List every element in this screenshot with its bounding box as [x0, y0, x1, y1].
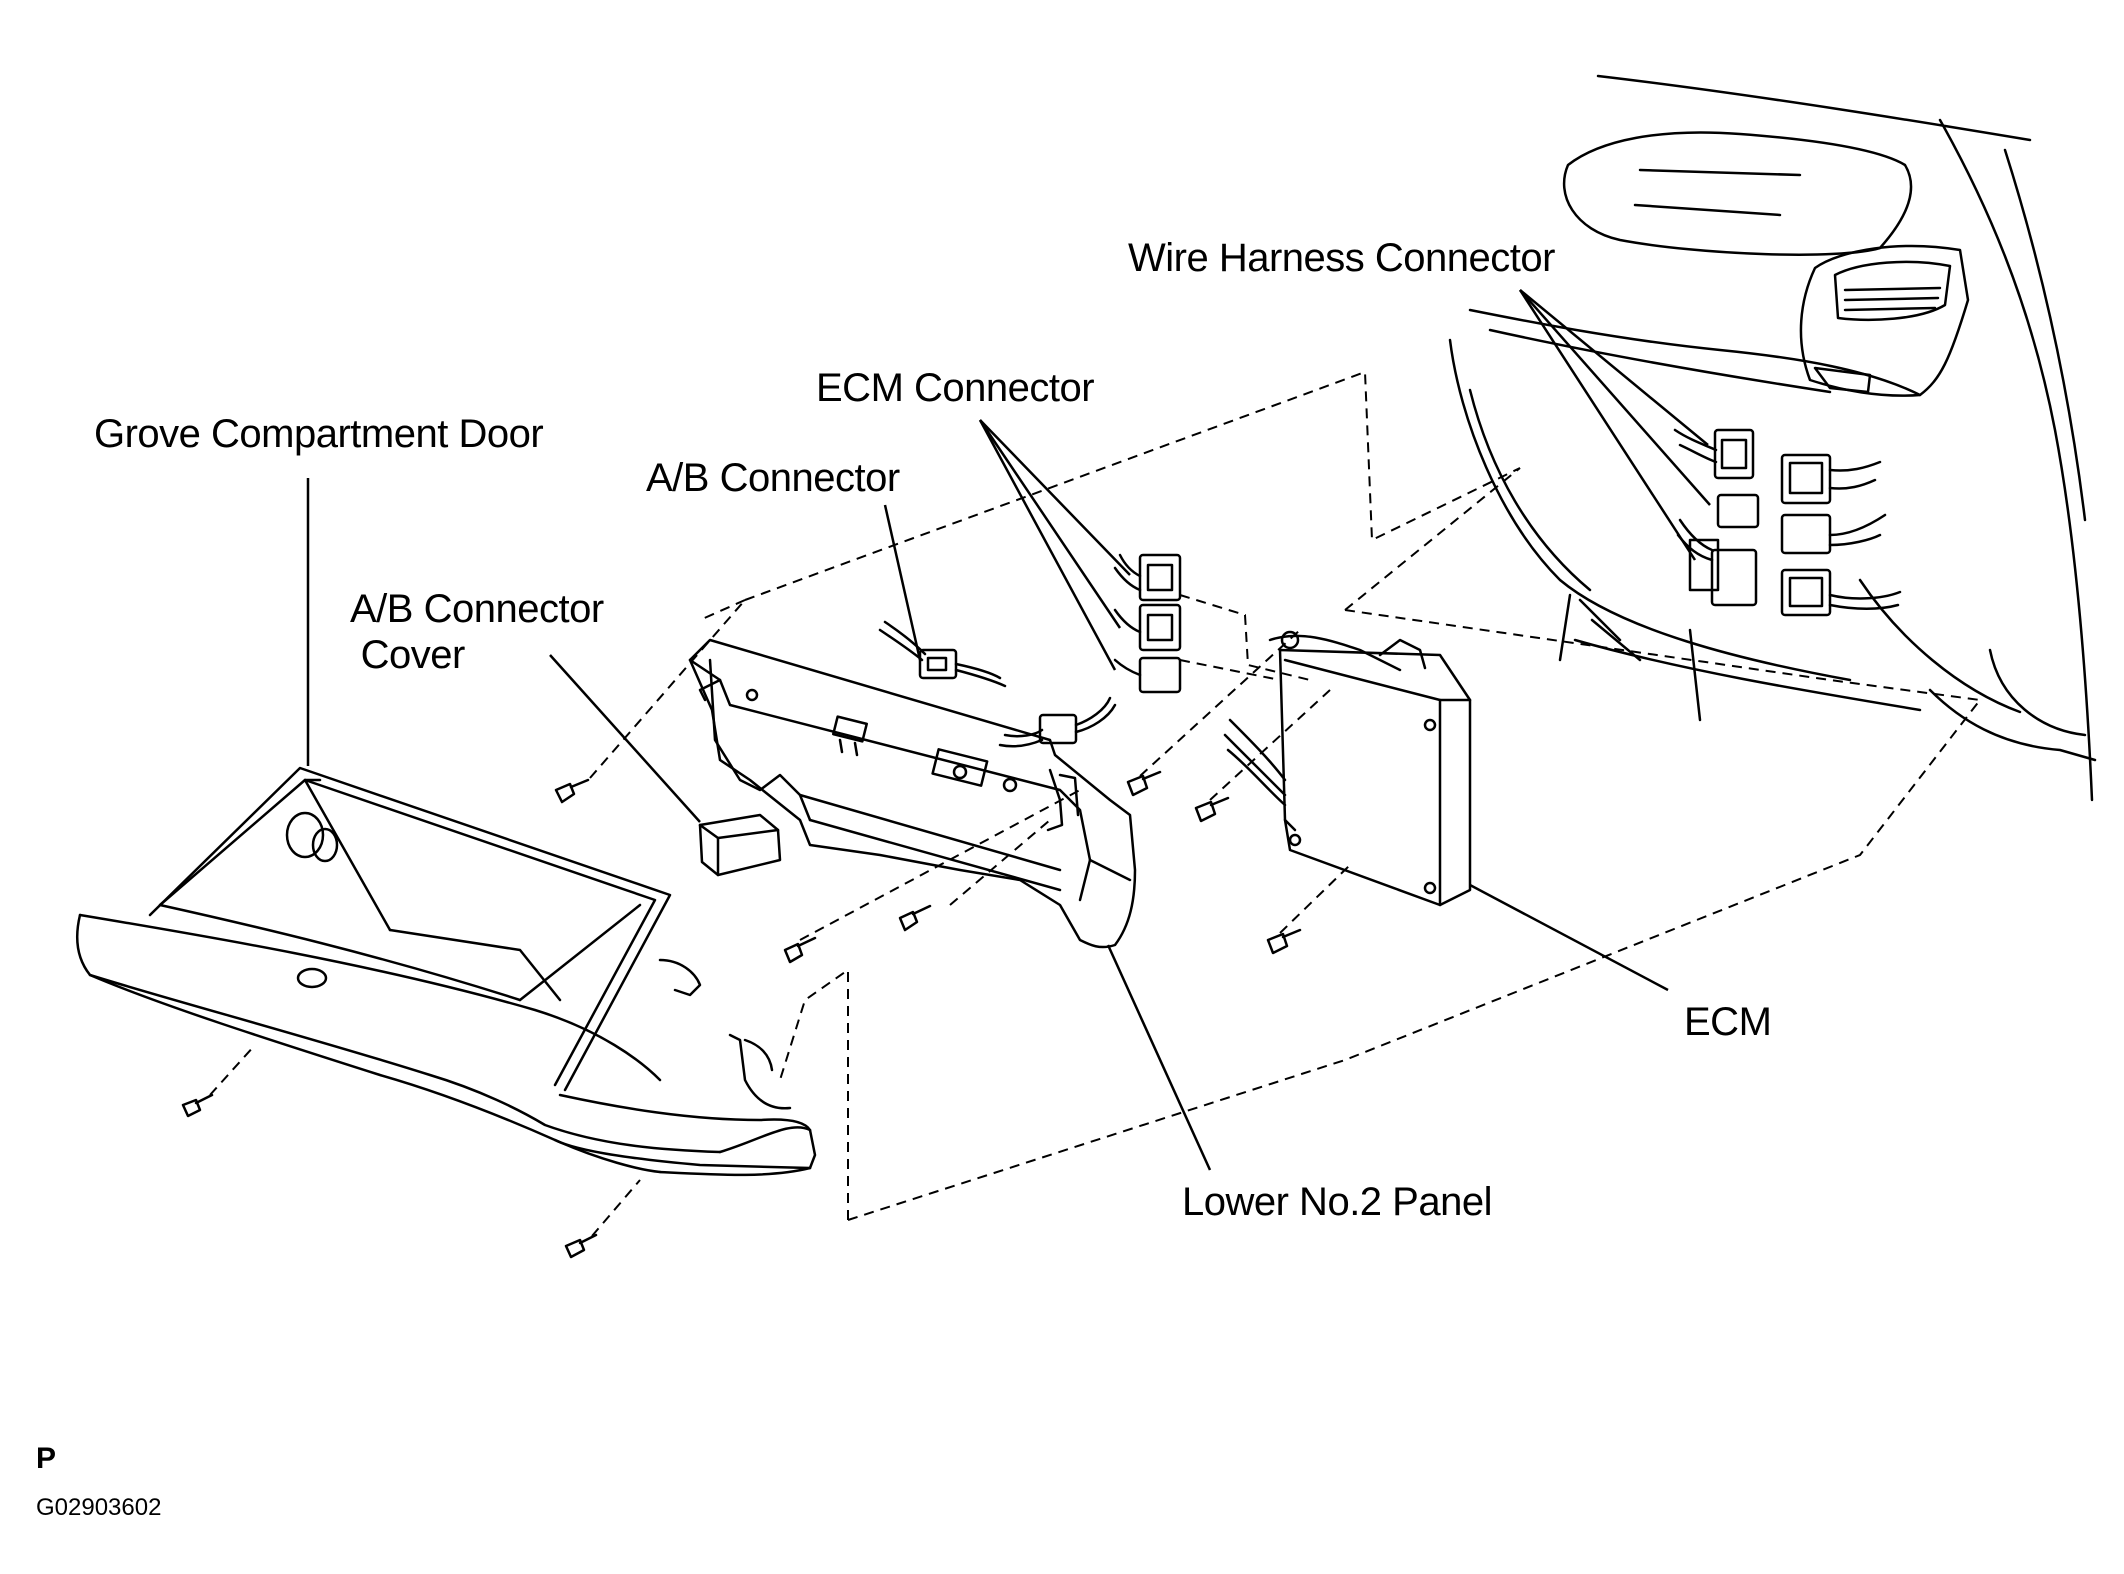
label-ab-connector-cover: A/B Connector Cover — [350, 587, 604, 677]
dashed-guide-lines — [210, 372, 1980, 1236]
label-ab-connector: A/B Connector — [646, 456, 900, 500]
label-ecm-connector: ECM Connector — [816, 366, 1095, 410]
dashboard-outline — [1450, 76, 2095, 800]
label-wire-harness-connector: Wire Harness Connector — [1128, 236, 1555, 280]
ab-connector-cover — [700, 815, 780, 875]
leader-lines — [308, 290, 1710, 1170]
label-ecm: ECM — [1684, 1000, 1772, 1044]
glove-compartment-door — [77, 768, 815, 1175]
figure-id: G02903602 — [36, 1494, 162, 1521]
screws — [183, 772, 1300, 1257]
wire-harness-connectors — [1675, 430, 1900, 615]
ecm-connectors — [1115, 555, 1180, 692]
ecm-unit — [1225, 632, 1470, 905]
label-grove-compartment-door: Grove Compartment Door — [94, 412, 544, 456]
lower-no2-panel — [690, 640, 1135, 947]
view-code: P — [36, 1442, 57, 1475]
ab-connector — [880, 622, 1115, 746]
label-lower-no2-panel: Lower No.2 Panel — [1182, 1180, 1492, 1224]
